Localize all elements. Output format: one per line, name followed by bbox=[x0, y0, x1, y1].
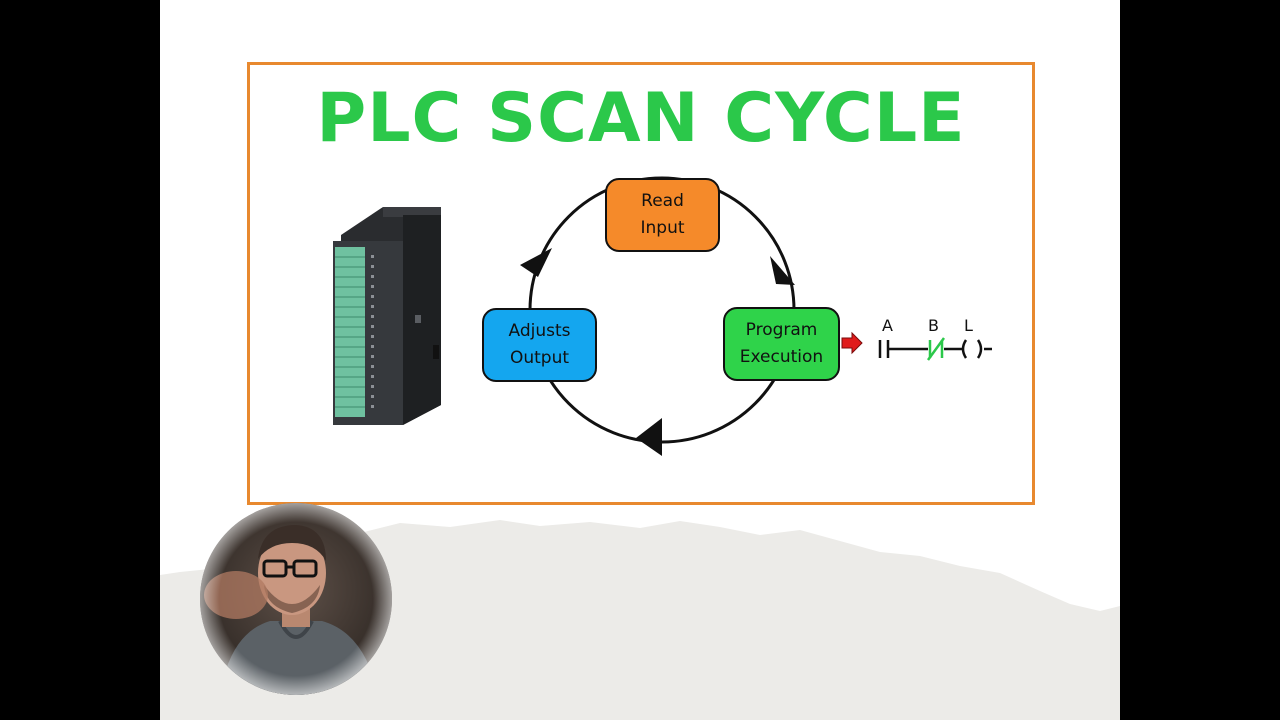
ladder-label-l: L bbox=[964, 316, 973, 335]
torn-paper-background bbox=[160, 520, 1120, 720]
node-read-input: Read Input bbox=[605, 178, 720, 252]
ladder-label-b: B bbox=[928, 316, 939, 335]
node-program-execution: Program Execution bbox=[723, 307, 840, 381]
node-read-input-label: Read Input bbox=[640, 191, 685, 238]
node-adjusts-output: Adjusts Output bbox=[482, 308, 597, 382]
ladder-label-a: A bbox=[882, 316, 893, 335]
plc-module-icon bbox=[333, 207, 441, 425]
node-adjusts-output-label: Adjusts Output bbox=[508, 321, 571, 368]
node-program-execution-label: Program Execution bbox=[739, 320, 824, 367]
webcam-presenter bbox=[200, 503, 392, 695]
page-title: PLC SCAN CYCLE bbox=[316, 79, 966, 158]
